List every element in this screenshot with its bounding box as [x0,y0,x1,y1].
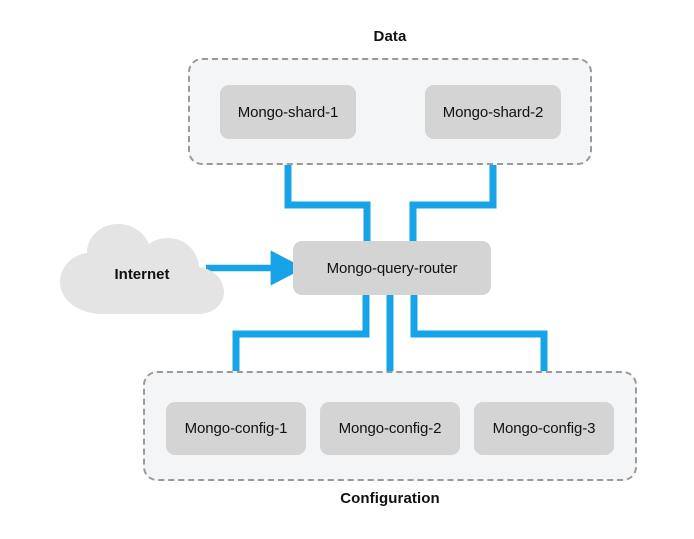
node-mongo-shard-2-label: Mongo-shard-2 [442,103,544,121]
node-mongo-config-2-label: Mongo-config-2 [338,420,442,437]
node-mongo-config-3-label: Mongo-config-3 [492,420,596,437]
node-mongo-query-router[interactable]: Mongo-query-router [293,241,491,295]
node-mongo-query-router-label: Mongo-query-router [326,259,458,277]
node-mongo-config-1-label: Mongo-config-1 [184,420,288,437]
node-mongo-config-1[interactable]: Mongo-config-1 [166,402,306,455]
group-configuration-label: Configuration [340,490,440,507]
cloud-internet[interactable]: Internet [56,222,228,318]
cloud-shape-icon [60,224,224,314]
group-data-label: Data [373,28,407,45]
node-mongo-shard-1-label: Mongo-shard-1 [237,103,339,121]
node-mongo-config-3[interactable]: Mongo-config-3 [474,402,614,455]
cloud-internet-label: Internet [114,266,170,283]
node-mongo-shard-2[interactable]: Mongo-shard-2 [425,85,561,139]
node-mongo-shard-1[interactable]: Mongo-shard-1 [220,85,356,139]
node-mongo-config-2[interactable]: Mongo-config-2 [320,402,460,455]
